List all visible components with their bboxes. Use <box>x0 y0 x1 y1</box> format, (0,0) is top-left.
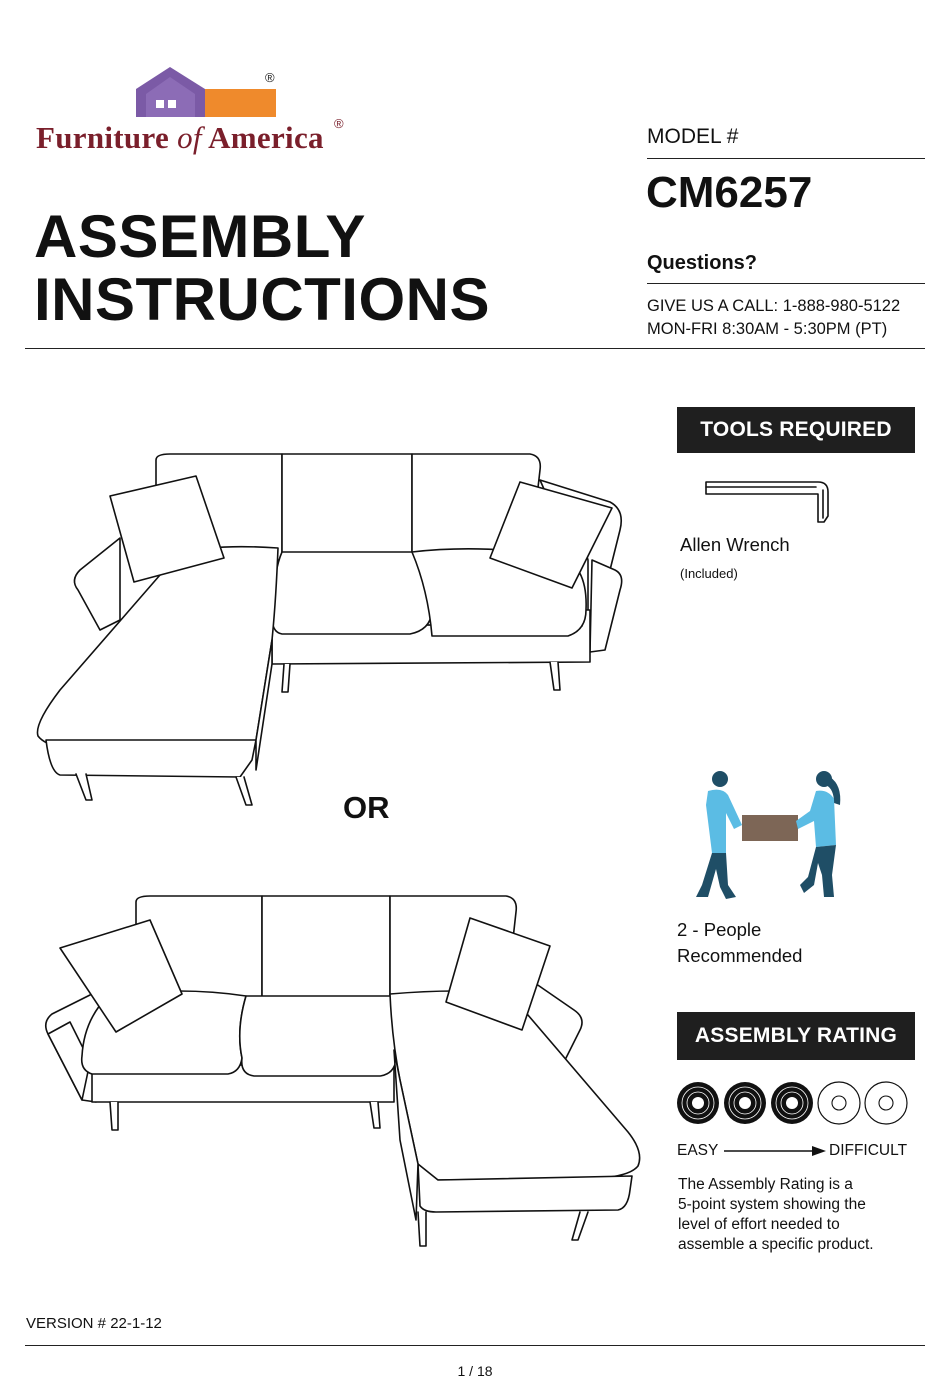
sectional-sofa-right-chaise-illustration <box>44 895 641 1247</box>
page-number: 1 / 18 <box>457 1363 493 1379</box>
rating-dot-empty <box>817 1081 861 1125</box>
rating-dot-filled <box>771 1082 813 1124</box>
registered-mark: ® <box>334 116 344 131</box>
questions-heading: Questions? <box>647 252 758 274</box>
allen-wrench-icon <box>705 481 829 523</box>
sectional-sofa-left-chaise-illustration <box>36 453 623 806</box>
assembly-rating-header: ASSEMBLY RATING <box>677 1012 915 1060</box>
header-divider <box>25 348 925 349</box>
registered-mark: ® <box>265 70 275 85</box>
model-number: CM6257 <box>646 168 813 217</box>
people-line-1: 2 - People <box>677 919 762 940</box>
model-label: MODEL # <box>647 125 739 148</box>
or-label: OR <box>343 790 390 825</box>
two-people-carrying-box-icon <box>696 771 841 899</box>
rating-easy-label: EASY <box>677 1142 719 1159</box>
page-title: ASSEMBLY INSTRUCTIONS <box>34 203 490 333</box>
assembly-rating-dots <box>677 1081 908 1125</box>
arrow-right-icon <box>724 1146 826 1156</box>
brand-logo-house-icon <box>136 67 276 117</box>
rating-dot-filled <box>677 1082 719 1124</box>
version-label: VERSION # 22-1-12 <box>26 1315 162 1332</box>
divider <box>647 283 925 284</box>
brand-name: Furniture of America <box>36 120 324 155</box>
tool-note: (Included) <box>680 566 738 581</box>
tool-name: Allen Wrench <box>680 534 790 555</box>
rating-description: The Assembly Rating is a 5-point system … <box>678 1176 874 1253</box>
footer-divider <box>25 1345 925 1346</box>
rating-difficult-label: DIFFICULT <box>829 1142 908 1159</box>
divider <box>647 158 925 159</box>
rating-dot-empty <box>864 1081 908 1125</box>
people-line-2: Recommended <box>677 945 803 966</box>
contact-info: GIVE US A CALL: 1-888-980-5122 MON-FRI 8… <box>647 297 901 338</box>
tools-required-header: TOOLS REQUIRED <box>677 407 915 453</box>
rating-dot-filled <box>724 1082 766 1124</box>
